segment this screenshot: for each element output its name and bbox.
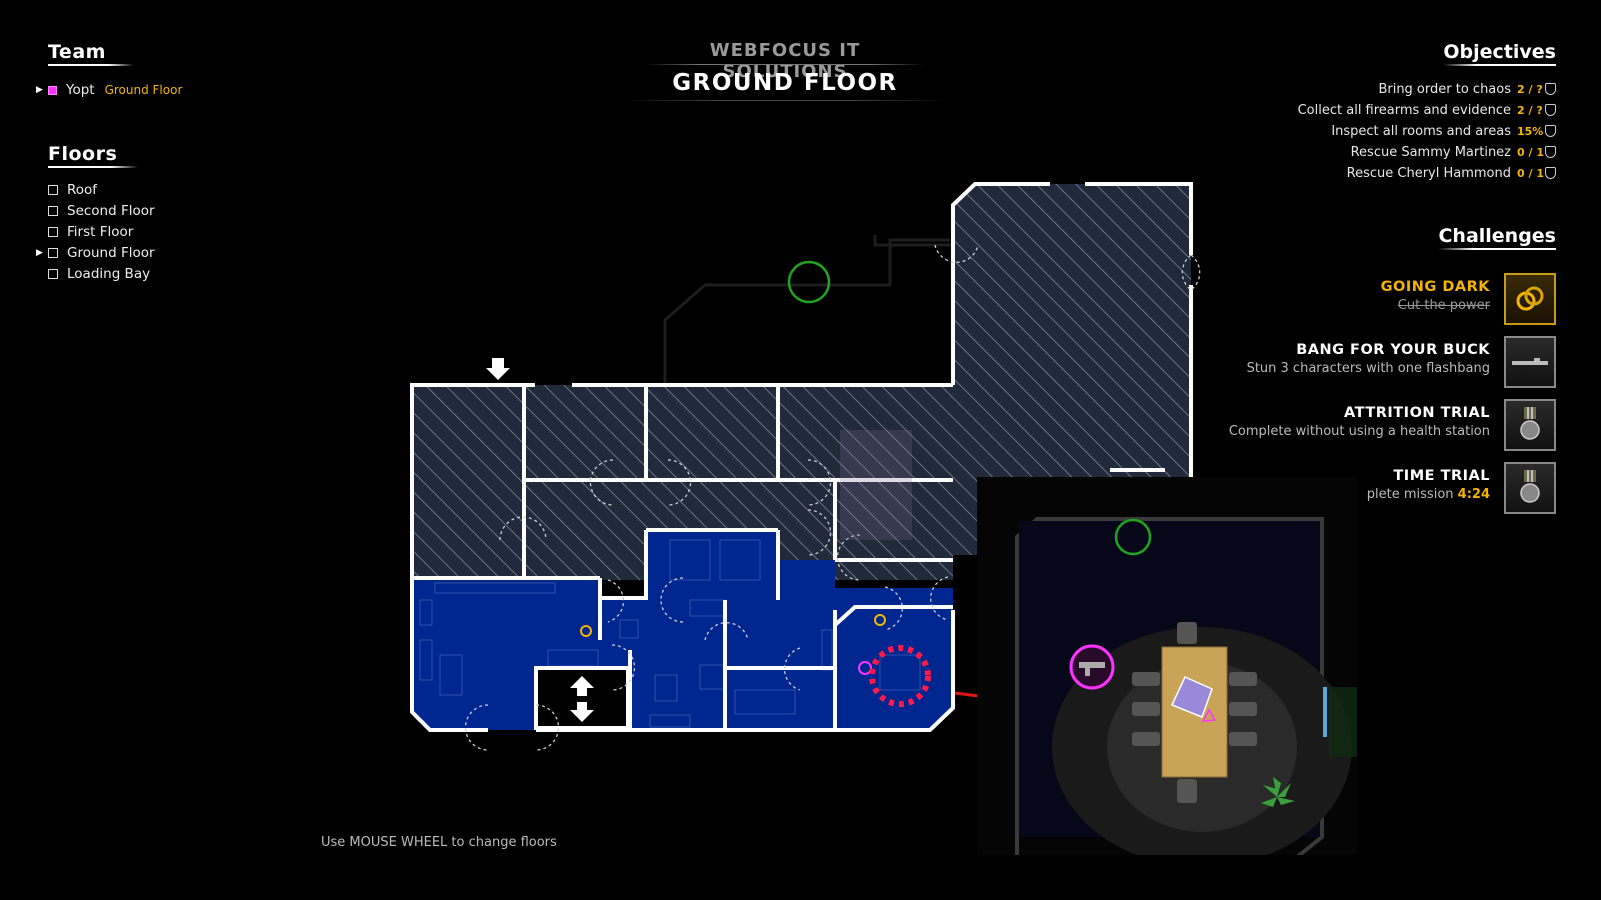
floor-label: Roof	[67, 182, 98, 198]
furniture	[419, 539, 921, 728]
elevator[interactable]	[534, 666, 630, 730]
objective-item: Inspect all rooms and areas 15%	[1331, 122, 1556, 140]
challenges-title: Challenges	[1438, 225, 1556, 250]
floor-divider	[620, 100, 950, 101]
shield-icon	[1545, 146, 1556, 158]
team-member-name: Yopt	[66, 82, 95, 98]
floor-label: Ground Floor	[67, 245, 155, 261]
current-floor-title: GROUND FLOOR	[672, 70, 898, 96]
shield-icon	[1545, 167, 1556, 179]
medal-icon	[1504, 399, 1556, 451]
team-member[interactable]: ▶ Yopt Ground Floor	[36, 81, 182, 99]
inset-exit-marker	[1114, 518, 1152, 556]
company-name: WEBFOCUS IT SOLUTIONS	[709, 40, 861, 82]
exit-marker	[787, 260, 831, 304]
objective-count: 0 / 1	[1517, 166, 1544, 180]
objective-count: 2 / ?	[1517, 82, 1543, 96]
floor-checkbox-icon	[48, 269, 58, 279]
challenge-name: BANG FOR YOUR BUCK	[1296, 342, 1490, 358]
time-remaining: 4:24	[1457, 487, 1490, 502]
shield-icon	[1545, 125, 1556, 137]
floor-item-roof[interactable]: ▶ Roof	[36, 181, 97, 199]
challenge-bang-for-your-buck[interactable]: BANG FOR YOUR BUCK Stun 3 characters wit…	[1176, 336, 1556, 388]
floor-item-first-floor[interactable]: ▶ First Floor	[36, 223, 133, 241]
plant	[1261, 777, 1295, 807]
unexplored-rooms	[412, 184, 1191, 580]
team-color-icon	[48, 85, 57, 95]
floor-checkbox-icon	[48, 185, 58, 195]
background-outline	[663, 235, 955, 385]
challenge-desc: plete mission 4:24	[1366, 487, 1490, 502]
challenge-time-trial[interactable]: TIME TRIAL plete mission 4:24	[1176, 462, 1556, 514]
challenge-attrition-trial[interactable]: ATTRITION TRIAL Complete without using a…	[1176, 399, 1556, 451]
floor-change-hint: Use MOUSE WHEEL to change floors	[321, 835, 557, 850]
doors	[464, 244, 1201, 751]
floor-item-ground-floor[interactable]: ▶ Ground Floor	[36, 244, 155, 262]
entry-arrow-icon	[486, 358, 510, 380]
challenge-desc: Cut the power	[1397, 298, 1490, 313]
caret-right-icon: ▶	[36, 85, 43, 95]
floor-label: First Floor	[67, 224, 134, 240]
objective-count: 15%	[1517, 124, 1544, 138]
floor-item-loading-bay[interactable]: ▶ Loading Bay	[36, 265, 150, 283]
challenge-desc: Stun 3 characters with one flashbang	[1246, 361, 1490, 376]
floors-title: Floors	[48, 143, 138, 168]
walls	[410, 182, 1193, 732]
floor-item-second-floor[interactable]: ▶ Second Floor	[36, 202, 155, 220]
challenge-going-dark[interactable]: GOING DARK Cut the power	[1176, 273, 1556, 325]
evidence-icon	[1170, 676, 1213, 718]
floor-checkbox-icon	[48, 206, 58, 216]
shield-icon	[1545, 104, 1556, 116]
objective-item: Bring order to chaos 2 / ?	[1378, 80, 1556, 98]
inset-view	[977, 477, 1357, 855]
objective-count: 0 / 1	[1517, 145, 1544, 159]
bulbs-icon	[1504, 273, 1556, 325]
team-title: Team	[48, 41, 134, 66]
objective-item: Rescue Cheryl Hammond 0 / 1	[1347, 164, 1556, 182]
floor-checkbox-icon	[48, 227, 58, 237]
floor-label: Loading Bay	[67, 266, 151, 282]
caret-right-icon: ▶	[36, 248, 43, 258]
power-icon	[580, 614, 886, 637]
team-marker-icon[interactable]	[858, 661, 872, 675]
challenge-name: ATTRITION TRIAL	[1344, 405, 1490, 421]
medal-icon	[1504, 462, 1556, 514]
team-member-location: Ground Floor	[104, 83, 183, 97]
shield-icon	[1545, 83, 1556, 95]
objectives-title: Objectives	[1443, 41, 1556, 66]
company-divider	[645, 64, 925, 65]
objective-item: Collect all firearms and evidence 2 / ?	[1298, 101, 1556, 119]
ghost-room	[840, 430, 912, 540]
challenge-name: GOING DARK	[1380, 279, 1490, 295]
floor-checkbox-icon	[48, 248, 58, 258]
challenge-name: TIME TRIAL	[1393, 468, 1490, 484]
objective-count: 2 / ?	[1517, 103, 1543, 117]
challenge-desc: Complete without using a health station	[1228, 424, 1490, 439]
floor-label: Second Floor	[67, 203, 155, 219]
shotgun-icon	[1504, 336, 1556, 388]
objective-target[interactable]	[869, 645, 931, 707]
objective-item: Rescue Sammy Martinez 0 / 1	[1351, 143, 1556, 161]
